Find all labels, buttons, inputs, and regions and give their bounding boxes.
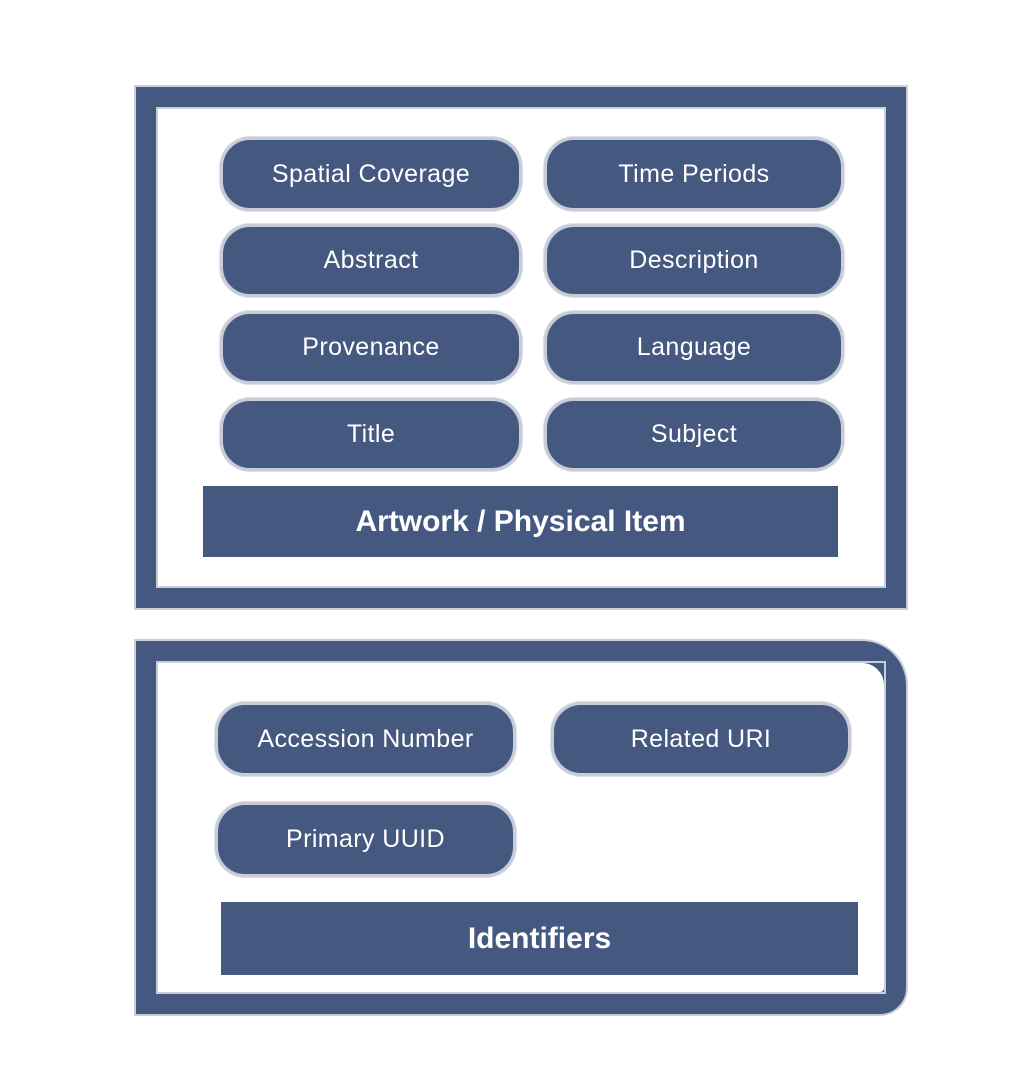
field-title: Title xyxy=(220,398,522,471)
field-spatial-coverage: Spatial Coverage xyxy=(220,137,522,211)
artwork-panel-title: Artwork / Physical Item xyxy=(203,486,838,557)
field-subject: Subject xyxy=(544,398,844,471)
field-related-uri: Related URI xyxy=(551,702,851,776)
field-provenance: Provenance xyxy=(220,311,522,384)
identifiers-panel-title: Identifiers xyxy=(221,902,858,975)
field-abstract: Abstract xyxy=(220,224,522,297)
field-accession-number: Accession Number xyxy=(215,702,516,776)
field-primary-uuid: Primary UUID xyxy=(215,802,516,877)
field-time-periods: Time Periods xyxy=(544,137,844,211)
field-language: Language xyxy=(544,311,844,384)
field-description: Description xyxy=(544,224,844,297)
